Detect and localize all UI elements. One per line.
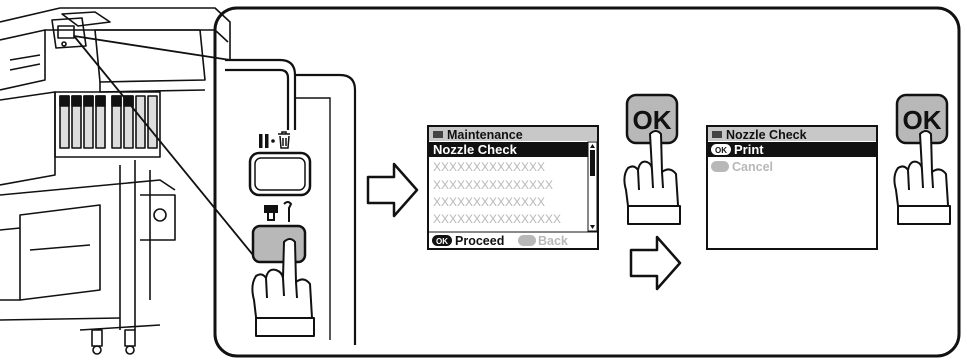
menu-item-4: XXXXXXXXXXXXXXXX [433,212,561,226]
lcd-screen-nozzle-check: Nozzle Check OK Print Cancel [706,125,878,250]
selected-menu-row[interactable] [429,142,588,157]
ok-badge [432,235,452,246]
pause-cancel-icon [259,131,290,149]
maintenance-button[interactable] [251,224,307,264]
back-badge [518,235,536,246]
maintenance-icon [264,201,293,222]
pointing-hand-icon [893,130,951,225]
pointing-hand-icon [623,130,681,225]
menu-item-2: XXXXXXXXXXXXXXX [433,178,553,192]
ok-badge-label: OK [436,237,448,246]
ok-button-1[interactable]: OK [625,93,679,145]
cancel-badge [711,161,729,172]
control-panel-zoom [225,58,357,345]
pointing-hand-icon [251,238,315,337]
menu-icon [433,131,443,138]
menu-icon [712,131,722,138]
lcd-screen-maintenance: Maintenance Nozzle Check XXXXXXXXXXXXXX … [427,125,599,250]
right-arrow-icon [366,162,419,218]
ok-button-label: OK [903,105,942,135]
menu-item-1: XXXXXXXXXXXXXX [433,160,545,174]
control-panel [51,17,87,49]
screen1-title: Maintenance [447,128,523,142]
scrollbar[interactable] [587,141,598,232]
footer-back: Back [538,234,568,248]
ok-badge [711,144,731,155]
menu-item-3: XXXXXXXXXXXXXX [433,195,545,209]
cancel-option: Cancel [732,160,773,174]
callout-lines [73,35,254,256]
print-option: Print [734,142,764,157]
printer-illustration [0,7,231,355]
ok-badge-label: OK [715,146,727,155]
callout-frame [213,6,961,358]
screen2-title: Nozzle Check [726,128,807,142]
pause-cancel-button[interactable] [248,151,312,197]
footer-proceed: Proceed [455,234,504,248]
ok-button-label: OK [633,105,672,135]
right-arrow-icon [629,235,682,291]
print-option-row[interactable] [708,142,876,157]
selected-menu-item: Nozzle Check [433,142,518,157]
